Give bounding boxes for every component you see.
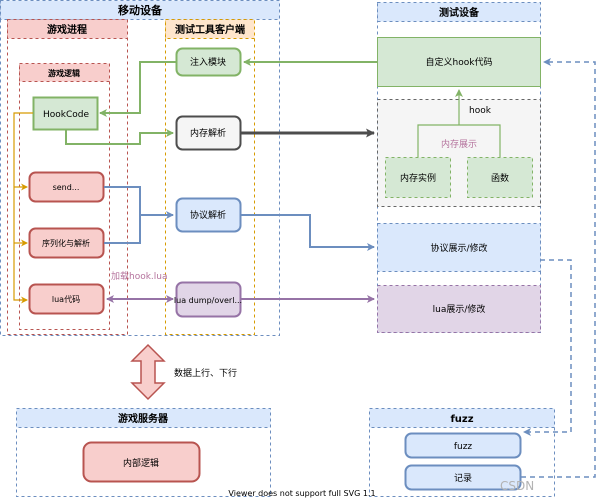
game-logic-title: 游戏逻辑 [48, 68, 80, 78]
fuzz-label: fuzz [454, 442, 473, 452]
custom-hook-node[interactable]: 自定义hook代码 [377, 37, 541, 87]
csdn-watermark: CSDN [500, 479, 534, 493]
hookcode-label: HookCode [43, 110, 89, 120]
protocol-display-label: 协议展示/修改 [430, 242, 487, 254]
serialize-to-protocol-line [104, 215, 141, 244]
record-to-custom-hook-arrow [521, 58, 596, 478]
memory-parse-node[interactable]: 内存解析 [175, 115, 242, 151]
load-hook-lua-label: 加载hook.lua [111, 270, 168, 282]
protocol-parse-label: 协议解析 [190, 209, 226, 221]
client-title: 测试工具客户端 [175, 23, 245, 36]
server-logic-node[interactable]: 内部逻辑 [82, 441, 201, 483]
custom-hook-label: 自定义hook代码 [426, 56, 493, 68]
lua-code-node[interactable]: lua代码 [28, 283, 105, 315]
orange-trunk-line [13, 112, 33, 304]
hookcode-to-memory-arrow [65, 129, 174, 145]
server-logic-label: 内部逻辑 [123, 457, 159, 469]
lua-code-label: lua代码 [52, 294, 80, 304]
protocol-to-display-arrow [241, 214, 375, 251]
fuzz-panel-title: fuzz [450, 414, 473, 425]
send-label: send... [53, 183, 80, 192]
inject-label: 注入模块 [190, 56, 226, 68]
serialize-node[interactable]: 序列化与解析 [28, 227, 105, 259]
memory-instance-node[interactable]: 内存实例 [385, 157, 451, 198]
lua-dump-node[interactable]: lua dump/overl... [174, 281, 242, 318]
blue-connectors [104, 186, 375, 251]
hook-label: hook [469, 106, 492, 116]
functions-label: 函数 [491, 172, 509, 184]
lua-display-node[interactable]: lua展示/修改 [377, 285, 541, 333]
inject-node[interactable]: 注入模块 [175, 47, 242, 77]
protocol-display-node[interactable]: 协议展示/修改 [377, 223, 541, 272]
test-device-title: 测试设备 [439, 6, 480, 19]
hookcode-node[interactable]: HookCode [32, 96, 99, 131]
memory-parse-label: 内存解析 [190, 127, 226, 139]
lua-display-label: lua展示/修改 [433, 303, 486, 315]
game-process-title: 游戏进程 [47, 23, 87, 36]
client-container: 测试工具客户端 [165, 19, 255, 335]
protocol-to-fuzz-arrow [523, 259, 572, 436]
game-logic-container: 游戏逻辑 [19, 63, 110, 330]
inject-to-hookcode-arrow [99, 61, 176, 117]
send-node[interactable]: send... [28, 171, 105, 203]
data-flow-double-arrow [130, 343, 166, 401]
functions-node[interactable]: 函数 [467, 157, 533, 198]
green-connectors [65, 58, 377, 145]
send-to-protocol-arrow [104, 186, 174, 219]
hook-tree-branch-line [417, 124, 501, 157]
svg-support-note: Viewer does not support full SVG 1.1 [228, 489, 375, 498]
fuzz-node[interactable]: fuzz [404, 432, 522, 459]
serialize-label: 序列化与解析 [42, 238, 90, 248]
orange-connectors [13, 112, 33, 304]
game-process-container: 游戏进程 [7, 19, 128, 335]
data-flow-label: 数据上行、下行 [174, 367, 237, 379]
memory-instance-label: 内存实例 [400, 172, 436, 184]
fuzz-loop-connectors [521, 58, 596, 478]
memory-display-label: 内存展示 [441, 138, 477, 150]
game-server-title: 游戏服务器 [118, 412, 169, 425]
record-node[interactable]: 记录 [404, 464, 522, 491]
record-label: 记录 [454, 473, 472, 484]
lua-dump-label: lua dump/overl... [174, 296, 242, 305]
mobile-device-title: 移动设备 [118, 3, 163, 17]
protocol-parse-node[interactable]: 协议解析 [175, 197, 242, 233]
hook-tree-connectors [417, 89, 501, 157]
